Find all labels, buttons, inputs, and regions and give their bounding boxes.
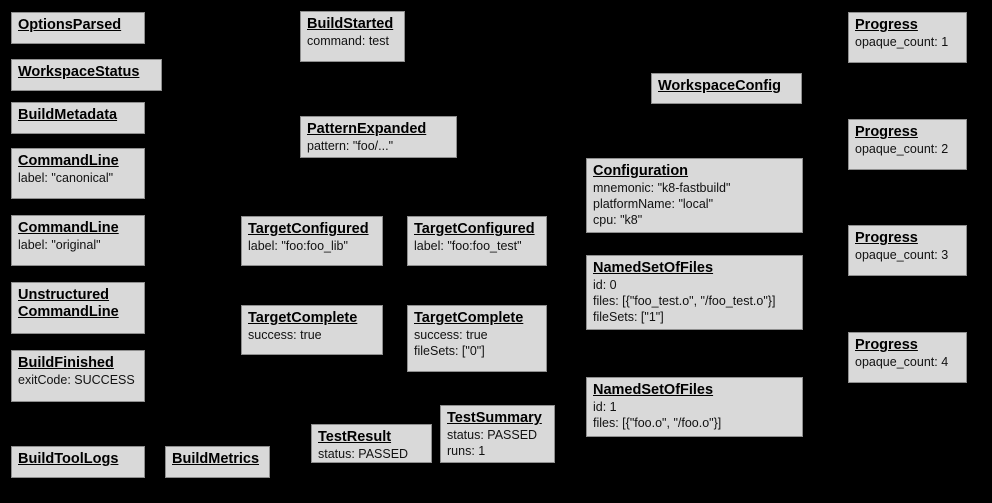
node-title: TargetConfigured xyxy=(414,221,535,237)
node-fields: label: "original" xyxy=(18,237,138,253)
node-unstructured-cmdline[interactable]: Unstructured CommandLine xyxy=(11,282,145,334)
node-fields: id: 0 files: [{"foo_test.o", "/foo_test.o… xyxy=(593,277,796,325)
node-field: label: "canonical" xyxy=(18,171,114,185)
node-title: BuildFinished xyxy=(18,355,114,371)
node-command-line-canonical[interactable]: CommandLine label: "canonical" xyxy=(11,148,145,199)
node-field: status: PASSED xyxy=(318,447,409,461)
node-progress-2[interactable]: Progress opaque_count: 2 xyxy=(848,119,967,170)
node-field: opaque_count: 3 xyxy=(855,248,949,262)
node-fields: opaque_count: 2 xyxy=(855,141,960,157)
node-fields: success: true fileSets: ["0"] xyxy=(414,327,540,359)
node-target-complete-test[interactable]: TargetComplete success: true fileSets: ["0… xyxy=(407,305,547,372)
node-progress-1[interactable]: Progress opaque_count: 1 xyxy=(848,12,967,63)
node-build-finished[interactable]: BuildFinished exitCode: SUCCESS xyxy=(11,350,145,402)
node-command-line-original[interactable]: CommandLine label: "original" xyxy=(11,215,145,266)
node-field: fileSets: ["0"] xyxy=(414,344,485,358)
node-field: files: [{"foo_test.o", "/foo_test.o"}] xyxy=(593,294,776,308)
node-title: WorkspaceConfig xyxy=(658,78,782,94)
node-build-metrics[interactable]: BuildMetrics xyxy=(165,446,270,478)
node-field: command: test xyxy=(307,34,389,48)
node-progress-4[interactable]: Progress opaque_count: 4 xyxy=(848,332,967,383)
node-target-configured-lib[interactable]: TargetConfigured label: "foo:foo_lib" xyxy=(241,216,383,266)
node-workspace-config[interactable]: WorkspaceConfig xyxy=(651,73,802,104)
node-field: exitCode: SUCCESS xyxy=(18,373,135,387)
node-fields: mnemonic: "k8-fastbuild" platformName: "l… xyxy=(593,180,796,228)
node-fields: opaque_count: 3 xyxy=(855,247,960,263)
node-field: label: "foo:foo_lib" xyxy=(248,239,348,253)
node-title: Progress xyxy=(855,230,918,246)
node-field: opaque_count: 1 xyxy=(855,35,949,49)
node-build-metadata[interactable]: BuildMetadata xyxy=(11,102,145,134)
node-field: status: PASSED xyxy=(447,428,538,442)
node-field: label: "original" xyxy=(18,238,101,252)
node-title: Progress xyxy=(855,17,918,33)
node-field: files: [{"foo.o", "/foo.o"}] xyxy=(593,416,722,430)
node-field: mnemonic: "k8-fastbuild" xyxy=(593,181,731,195)
node-named-set-of-files-0[interactable]: NamedSetOfFiles id: 0 files: [{"foo_test.o… xyxy=(586,255,803,330)
node-configuration[interactable]: Configuration mnemonic: "k8-fastbuild" pla… xyxy=(586,158,803,233)
node-title: BuildStarted xyxy=(307,16,394,32)
node-field: pattern: "foo/..." xyxy=(307,139,394,153)
node-fields: label: "foo:foo_lib" xyxy=(248,238,376,254)
node-fields: opaque_count: 4 xyxy=(855,354,960,370)
node-title: TargetComplete xyxy=(414,310,524,326)
node-fields: label: "foo:foo_test" xyxy=(414,238,540,254)
node-title: OptionsParsed xyxy=(18,17,122,33)
node-fields: success: true xyxy=(248,327,376,343)
node-fields: status: PASSED runs: 1 xyxy=(447,427,548,459)
node-title: PatternExpanded xyxy=(307,121,427,137)
node-title: TargetComplete xyxy=(248,310,358,326)
node-fields: label: "canonical" xyxy=(18,170,138,186)
node-field: platformName: "local" xyxy=(593,197,714,211)
node-field: id: 1 xyxy=(593,400,617,414)
node-target-configured-test[interactable]: TargetConfigured label: "foo:foo_test" xyxy=(407,216,547,266)
node-field: runs: 1 xyxy=(447,444,486,458)
node-fields: command: test xyxy=(307,33,398,49)
node-test-result[interactable]: TestResult status: PASSED xyxy=(311,424,432,463)
node-title: Progress xyxy=(855,124,918,140)
node-title: TestResult xyxy=(318,429,392,445)
node-title: Unstructured CommandLine xyxy=(18,287,119,320)
node-fields: exitCode: SUCCESS xyxy=(18,372,138,388)
node-pattern-expanded[interactable]: PatternExpanded pattern: "foo/..." xyxy=(300,116,457,158)
node-field: success: true xyxy=(248,328,322,342)
node-title: NamedSetOfFiles xyxy=(593,260,714,276)
node-test-summary[interactable]: TestSummary status: PASSED runs: 1 xyxy=(440,405,555,463)
node-title: Progress xyxy=(855,337,918,353)
node-target-complete-lib[interactable]: TargetComplete success: true xyxy=(241,305,383,355)
node-fields: pattern: "foo/..." xyxy=(307,138,450,154)
node-title: TestSummary xyxy=(447,410,542,426)
node-field: label: "foo:foo_test" xyxy=(414,239,522,253)
node-title: BuildMetadata xyxy=(18,107,118,123)
node-title: WorkspaceStatus xyxy=(18,64,140,80)
node-build-started[interactable]: BuildStarted command: test xyxy=(300,11,405,62)
node-fields: id: 1 files: [{"foo.o", "/foo.o"}] xyxy=(593,399,796,431)
node-title: NamedSetOfFiles xyxy=(593,382,714,398)
node-build-tool-logs[interactable]: BuildToolLogs xyxy=(11,446,145,478)
node-options-parsed[interactable]: OptionsParsed xyxy=(11,12,145,44)
node-field: opaque_count: 2 xyxy=(855,142,949,156)
node-field: opaque_count: 4 xyxy=(855,355,949,369)
node-named-set-of-files-1[interactable]: NamedSetOfFiles id: 1 files: [{"foo.o", "/… xyxy=(586,377,803,437)
node-progress-3[interactable]: Progress opaque_count: 3 xyxy=(848,225,967,276)
node-field: fileSets: ["1"] xyxy=(593,310,664,324)
node-field: id: 0 xyxy=(593,278,617,292)
node-title: BuildToolLogs xyxy=(18,451,119,467)
node-title: CommandLine xyxy=(18,153,119,169)
node-title: Configuration xyxy=(593,163,689,179)
node-title: BuildMetrics xyxy=(172,451,260,467)
node-field: cpu: "k8" xyxy=(593,213,643,227)
node-workspace-status[interactable]: WorkspaceStatus xyxy=(11,59,162,91)
node-title: CommandLine xyxy=(18,220,119,236)
node-title: TargetConfigured xyxy=(248,221,369,237)
node-fields: status: PASSED xyxy=(318,446,425,462)
node-field: success: true xyxy=(414,328,488,342)
node-fields: opaque_count: 1 xyxy=(855,34,960,50)
